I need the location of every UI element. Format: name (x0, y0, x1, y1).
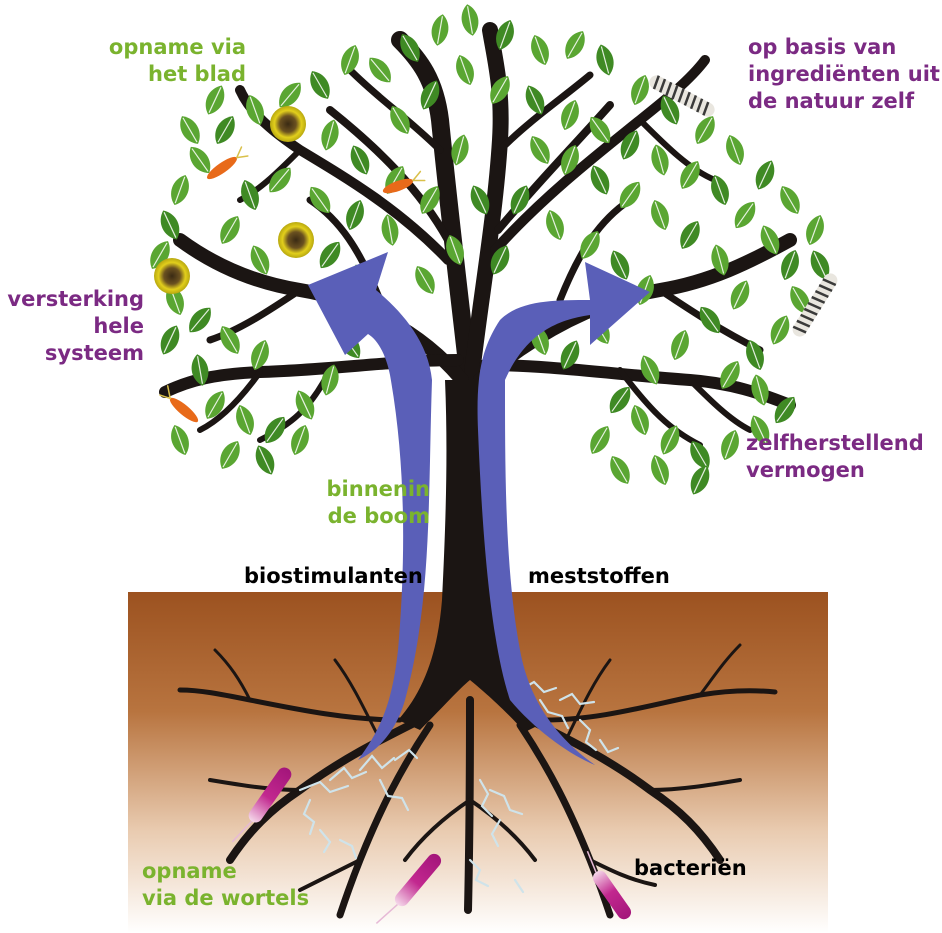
label-meststoffen: meststoffen (528, 563, 670, 590)
label-line: opname via (109, 34, 246, 61)
leaf-icon (363, 52, 396, 87)
label-opname-via-de-wortels: opname via de wortels (142, 858, 309, 912)
fungus-spot-icon (154, 258, 190, 294)
label-line: ingrediënten uit (748, 61, 940, 88)
leaf-icon (722, 132, 748, 168)
label-ingredienten-natuur: op basis van ingrediënten uit de natuur … (748, 34, 940, 115)
leaf-icon (585, 422, 615, 458)
leaf-icon (667, 327, 693, 363)
leaf-icon (210, 112, 240, 148)
leaf-icon (675, 217, 705, 253)
label-line: bacteriën (634, 855, 747, 882)
leaf-icon (647, 197, 673, 233)
label-opname-via-het-blad: opname via het blad (109, 34, 246, 88)
fungus-spot-icon (278, 222, 314, 258)
leaf-icon (690, 112, 720, 148)
label-bacterien: bacteriën (634, 855, 747, 882)
leaf-icon (542, 207, 568, 243)
label-biostimulanten: biostimulanten (244, 563, 423, 590)
leaf-icon (527, 32, 553, 68)
leaf-icon (729, 197, 761, 233)
label-zelfherstellend-vermogen: zelfherstellend vermogen (746, 430, 924, 484)
label-line: de boom (327, 503, 430, 530)
label-line: meststoffen (528, 563, 670, 590)
leaf-icon (215, 437, 245, 473)
label-binnenin-de-boom: binnenin de boom (327, 476, 430, 530)
leaf-icon (647, 452, 673, 488)
leaf-icon (167, 422, 193, 458)
leaf-icon (686, 462, 714, 498)
leaf-icon (314, 237, 346, 273)
label-line: via de wortels (142, 885, 309, 912)
label-line: op basis van (748, 34, 940, 61)
leaf-icon (726, 277, 754, 313)
leaf-icon (305, 67, 335, 103)
label-line: de natuur zelf (748, 88, 940, 115)
leaf-icon (459, 3, 481, 37)
leaf-icon (318, 117, 342, 152)
leaf-icon (586, 162, 614, 198)
leaf-icon (452, 52, 478, 88)
leaf-icon (525, 132, 555, 168)
leaf-icon (410, 262, 440, 298)
label-line: systeem (7, 340, 144, 367)
leaf-icon (215, 212, 245, 248)
leaf-icon (287, 422, 313, 458)
leaf-icon (429, 13, 451, 47)
leaf-icon (593, 42, 617, 77)
leaf-icon (605, 452, 635, 488)
leaf-icon (337, 42, 363, 78)
label-line: versterking (7, 286, 144, 313)
leaf-icon (627, 72, 653, 108)
leaf-icon (237, 177, 263, 213)
leaf-icon (175, 112, 205, 148)
leaf-icon (183, 302, 216, 337)
leaf-icon (167, 172, 193, 208)
leaf-icon (156, 322, 184, 358)
fungus-spot-icon (270, 106, 306, 142)
insect-icon (204, 147, 248, 182)
leaf-icon (342, 197, 368, 233)
label-line: hele (7, 313, 144, 340)
leaf-icon (232, 402, 258, 438)
leaf-icon (717, 427, 743, 463)
leaf-icon (766, 312, 794, 348)
leaf-icon (251, 442, 279, 478)
label-line: binnenin (327, 476, 430, 503)
label-line: opname (142, 858, 309, 885)
label-line: vermogen (746, 457, 924, 484)
label-line: zelfherstellend (746, 430, 924, 457)
leaf-icon (802, 212, 828, 248)
leaf-icon (259, 412, 291, 448)
label-line: het blad (109, 61, 246, 88)
label-line: biostimulanten (244, 563, 423, 590)
leaf-icon (560, 27, 590, 63)
label-versterking-hele-systeem: versterking hele systeem (7, 286, 144, 367)
leaf-icon (775, 182, 805, 218)
leaf-icon (751, 157, 779, 193)
